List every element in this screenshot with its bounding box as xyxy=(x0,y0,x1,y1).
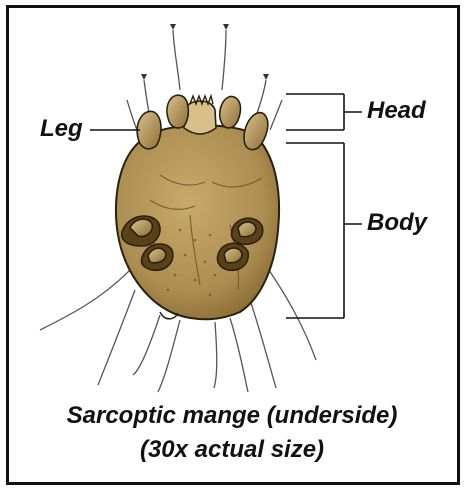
leg-label: Leg xyxy=(40,115,83,143)
caption-scale: (30x actual size) xyxy=(0,436,464,464)
bristle-tips xyxy=(141,24,269,80)
caption-title: Sarcoptic mange (underside) xyxy=(0,402,464,430)
body-bracket xyxy=(286,143,362,318)
body-label: Body xyxy=(367,209,427,237)
head-bracket xyxy=(286,94,362,130)
head-label: Head xyxy=(367,97,426,125)
